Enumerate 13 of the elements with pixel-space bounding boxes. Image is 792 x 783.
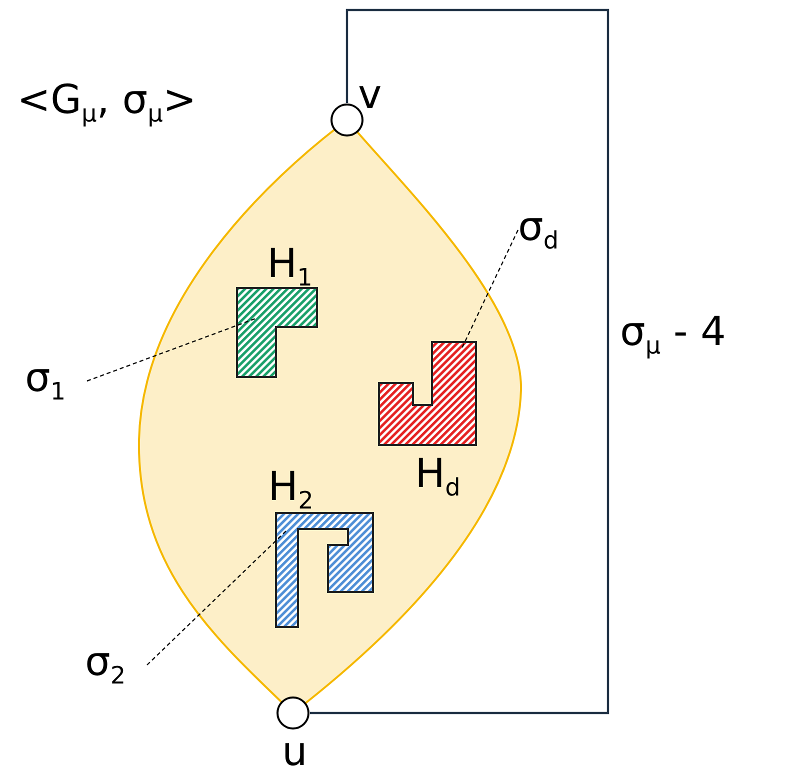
node-label: H$_{1}$ bbox=[267, 244, 312, 290]
node-label: H$_{d}$ bbox=[415, 454, 460, 500]
vertex-label: v bbox=[358, 75, 382, 115]
leader-line bbox=[86, 317, 258, 382]
label-text: σ$_{1}$ bbox=[25, 358, 66, 404]
leader-line bbox=[460, 230, 519, 350]
label-text: σ$_{d}$ bbox=[518, 207, 559, 252]
vertex-label: u bbox=[282, 732, 308, 772]
node-label: <G$_{μ}$, σ$_{μ}$> bbox=[17, 80, 196, 126]
leader-line bbox=[146, 530, 286, 666]
connector-line bbox=[310, 8, 610, 714]
node-label: H$_{2}$ bbox=[268, 467, 314, 512]
label-text: σ$_{2}$ bbox=[85, 642, 126, 688]
